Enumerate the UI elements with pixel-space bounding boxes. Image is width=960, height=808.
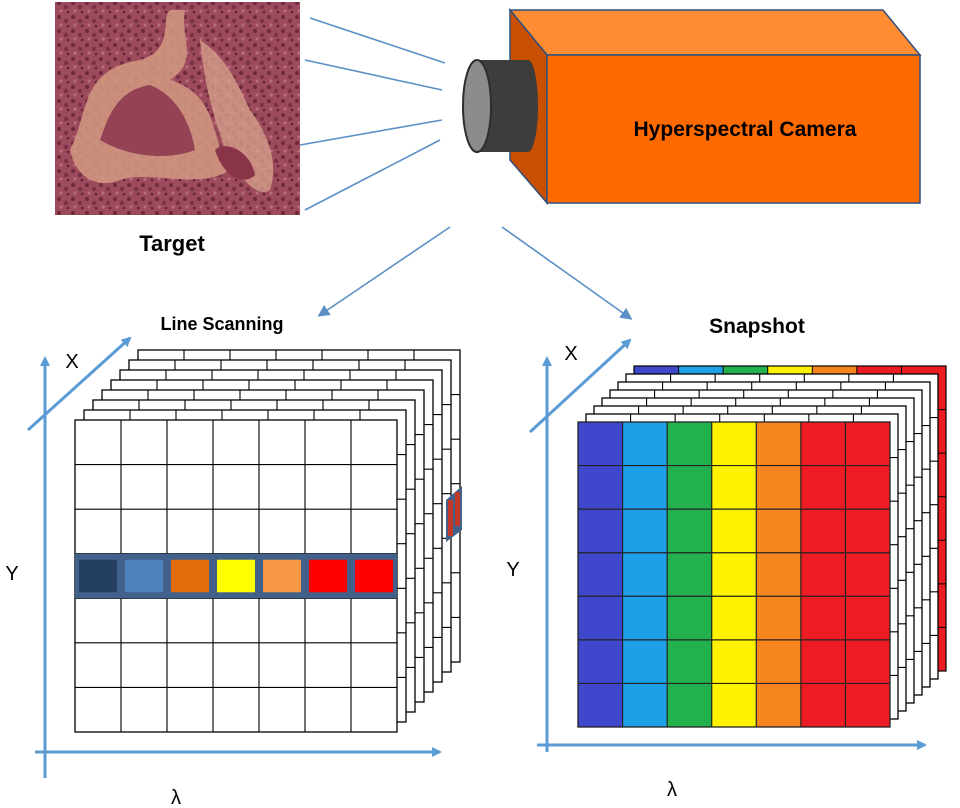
ss-x-axis: [528, 338, 632, 434]
line-scanning-cube: [74, 349, 462, 733]
ls-scan-pixel: [263, 559, 301, 593]
ss-front-grid: [577, 421, 891, 728]
ls-side-marker-fill: [455, 492, 460, 526]
arrow-to-line-scanning: [317, 226, 451, 317]
arrow-to-snapshot: [501, 226, 633, 320]
light-rays: [299, 17, 446, 211]
ss-y-label: Y: [506, 559, 519, 581]
ls-lambda-label: λ: [171, 787, 181, 808]
ss-band: [711, 422, 757, 727]
camera-lens-rear: [518, 60, 538, 152]
ss-band: [800, 422, 846, 727]
ls-side-marker-fill: [448, 500, 453, 536]
camera-front-face: [546, 54, 921, 204]
hyperspectral-camera: [462, 7, 922, 206]
line-scanning-axes: [26, 336, 442, 778]
ss-band: [667, 422, 712, 727]
ss-band: [578, 422, 623, 727]
ls-scan-pixel: [217, 559, 255, 593]
ls-x-label: X: [65, 351, 78, 373]
ls-scan-pixel: [171, 559, 209, 593]
ss-band: [622, 422, 668, 727]
ss-band: [845, 422, 890, 727]
ss-band: [756, 422, 801, 727]
target-tissue-image: [55, 2, 300, 215]
snapshot-axes: [528, 338, 927, 752]
ls-scan-pixel: [125, 559, 163, 593]
snapshot-cube: [577, 365, 947, 728]
ls-x-axis: [26, 336, 132, 432]
ss-lambda-label: λ: [667, 779, 677, 801]
snapshot-title: Snapshot: [709, 315, 805, 338]
ls-y-label: Y: [5, 563, 18, 585]
camera-top-face: [508, 9, 922, 56]
line-scanning-title: Line Scanning: [160, 314, 283, 334]
ls-scan-pixel: [309, 559, 347, 593]
ss-x-label: X: [564, 343, 577, 365]
camera-label: Hyperspectral Camera: [634, 118, 857, 141]
camera-lens-glass: [462, 59, 492, 153]
ls-scan-pixel: [79, 559, 117, 593]
ls-scan-pixel: [355, 559, 393, 593]
target-label: Target: [139, 231, 205, 256]
